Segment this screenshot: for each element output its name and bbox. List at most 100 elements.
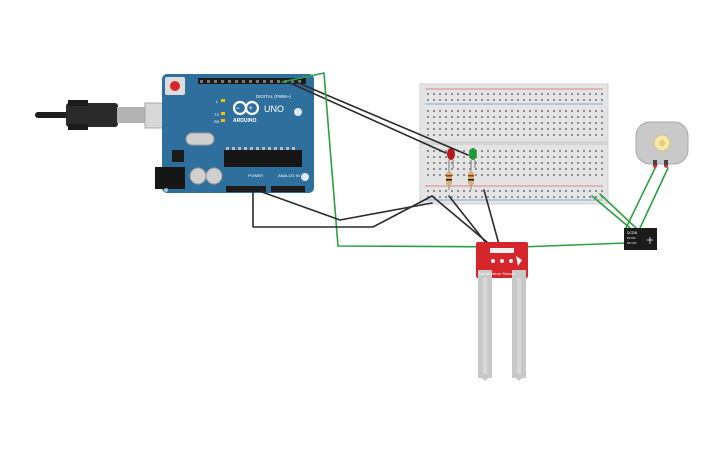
breadboard-hole bbox=[445, 122, 447, 124]
breadboard-hole bbox=[553, 190, 555, 192]
breadboard-hole bbox=[469, 162, 471, 164]
breadboard-hole bbox=[463, 99, 465, 101]
breadboard-hole bbox=[451, 190, 453, 192]
resistor-2[interactable] bbox=[468, 168, 474, 190]
breadboard-hole bbox=[529, 110, 531, 112]
breadboard-hole bbox=[487, 122, 489, 124]
breadboard-hole bbox=[499, 110, 501, 112]
breadboard-hole bbox=[439, 116, 441, 118]
wire-black-power-to-breadboard[interactable] bbox=[261, 191, 433, 221]
breadboard-hole bbox=[487, 110, 489, 112]
soil-moisture-sensor[interactable]: Soil Moisture Sensor bbox=[476, 242, 528, 381]
wire-black-breadboard-to-sensor-2[interactable] bbox=[483, 189, 501, 249]
wire-green-pin-to-sensor[interactable] bbox=[281, 72, 627, 248]
breadboard-hole bbox=[457, 156, 459, 158]
breadboard-hole bbox=[493, 168, 495, 170]
breadboard-hole bbox=[601, 162, 603, 164]
breadboard-hole bbox=[511, 116, 513, 118]
breadboard-hole bbox=[517, 162, 519, 164]
breadboard-hole bbox=[529, 99, 531, 101]
wire-black-gnd-to-breadboard[interactable] bbox=[252, 191, 433, 228]
breadboard-hole bbox=[469, 190, 471, 192]
breadboard-hole bbox=[547, 110, 549, 112]
breadboard[interactable] bbox=[419, 83, 609, 205]
breadboard-hole bbox=[553, 99, 555, 101]
breadboard-hole bbox=[475, 110, 477, 112]
breadboard-hole bbox=[541, 150, 543, 152]
breadboard-hole bbox=[553, 122, 555, 124]
breadboard-hole bbox=[541, 162, 543, 164]
breadboard-hole bbox=[517, 116, 519, 118]
breadboard-hole bbox=[433, 174, 435, 176]
breadboard-hole bbox=[583, 190, 585, 192]
breadboard-hole bbox=[535, 156, 537, 158]
breadboard-hole bbox=[589, 93, 591, 95]
breadboard-hole bbox=[475, 116, 477, 118]
wire-black-pin-to-led-2[interactable] bbox=[295, 81, 469, 156]
breadboard-hole bbox=[445, 156, 447, 158]
relay-module[interactable]: DCDB 5V DC NO NC bbox=[624, 228, 657, 250]
breadboard-hole bbox=[583, 110, 585, 112]
breadboard-hole bbox=[547, 116, 549, 118]
breadboard-hole bbox=[505, 128, 507, 130]
breadboard-hole bbox=[559, 150, 561, 152]
breadboard-hole bbox=[571, 156, 573, 158]
tx-label: TX bbox=[214, 112, 219, 117]
breadboard-hole bbox=[547, 162, 549, 164]
breadboard-hole bbox=[529, 116, 531, 118]
wire-black-breadboard-to-sensor-3[interactable] bbox=[431, 195, 495, 249]
usb-cable[interactable] bbox=[35, 100, 170, 130]
breadboard-hole bbox=[439, 156, 441, 158]
breadboard-hole bbox=[589, 116, 591, 118]
breadboard-hole bbox=[427, 190, 429, 192]
arduino-uno-board[interactable]: DIGITAL (PWM~) − + UNO ARDUINO L TX RX bbox=[155, 74, 314, 193]
wire-green-breadboard-to-relay-2[interactable] bbox=[599, 193, 637, 229]
green-led[interactable] bbox=[469, 148, 477, 168]
mounting-hole-2 bbox=[301, 173, 309, 181]
breadboard-hole bbox=[457, 190, 459, 192]
breadboard-hole bbox=[427, 134, 429, 136]
breadboard-hole bbox=[547, 150, 549, 152]
breadboard-hole bbox=[493, 93, 495, 95]
breadboard-hole bbox=[457, 168, 459, 170]
breadboard-hole bbox=[445, 99, 447, 101]
reset-button[interactable] bbox=[170, 81, 180, 91]
breadboard-hole bbox=[559, 110, 561, 112]
breadboard-hole bbox=[505, 196, 507, 198]
breadboard-hole bbox=[499, 168, 501, 170]
breadboard-hole bbox=[439, 134, 441, 136]
wire-green-relay-to-motor-2[interactable] bbox=[639, 167, 669, 229]
dc-motor[interactable] bbox=[635, 121, 689, 168]
wire-green-relay-to-motor-1[interactable] bbox=[625, 163, 658, 229]
capacitor-1 bbox=[189, 167, 207, 185]
wire-green-breadboard-to-relay[interactable] bbox=[591, 195, 631, 229]
atmega-chip bbox=[224, 150, 302, 167]
breadboard-hole bbox=[523, 110, 525, 112]
breadboard-hole bbox=[493, 150, 495, 152]
resistor-1[interactable] bbox=[446, 168, 452, 190]
breadboard-hole bbox=[481, 93, 483, 95]
breadboard-hole bbox=[547, 156, 549, 158]
breadboard-hole bbox=[493, 110, 495, 112]
red-led[interactable] bbox=[447, 148, 455, 168]
breadboard-hole bbox=[523, 116, 525, 118]
breadboard-hole bbox=[481, 162, 483, 164]
breadboard-hole bbox=[499, 150, 501, 152]
breadboard-hole bbox=[487, 190, 489, 192]
breadboard-hole bbox=[481, 110, 483, 112]
breadboard-hole bbox=[463, 122, 465, 124]
breadboard-hole bbox=[577, 168, 579, 170]
breadboard-hole bbox=[493, 174, 495, 176]
breadboard-hole bbox=[463, 196, 465, 198]
breadboard-hole bbox=[475, 128, 477, 130]
breadboard-hole bbox=[433, 93, 435, 95]
breadboard-hole bbox=[451, 93, 453, 95]
breadboard-hole bbox=[523, 174, 525, 176]
breadboard-hole bbox=[535, 196, 537, 198]
breadboard-hole bbox=[487, 99, 489, 101]
breadboard-hole bbox=[445, 168, 447, 170]
wire-black-pin-to-led-1[interactable] bbox=[287, 81, 447, 154]
breadboard-hole bbox=[529, 196, 531, 198]
breadboard-hole bbox=[433, 156, 435, 158]
breadboard-hole bbox=[553, 156, 555, 158]
